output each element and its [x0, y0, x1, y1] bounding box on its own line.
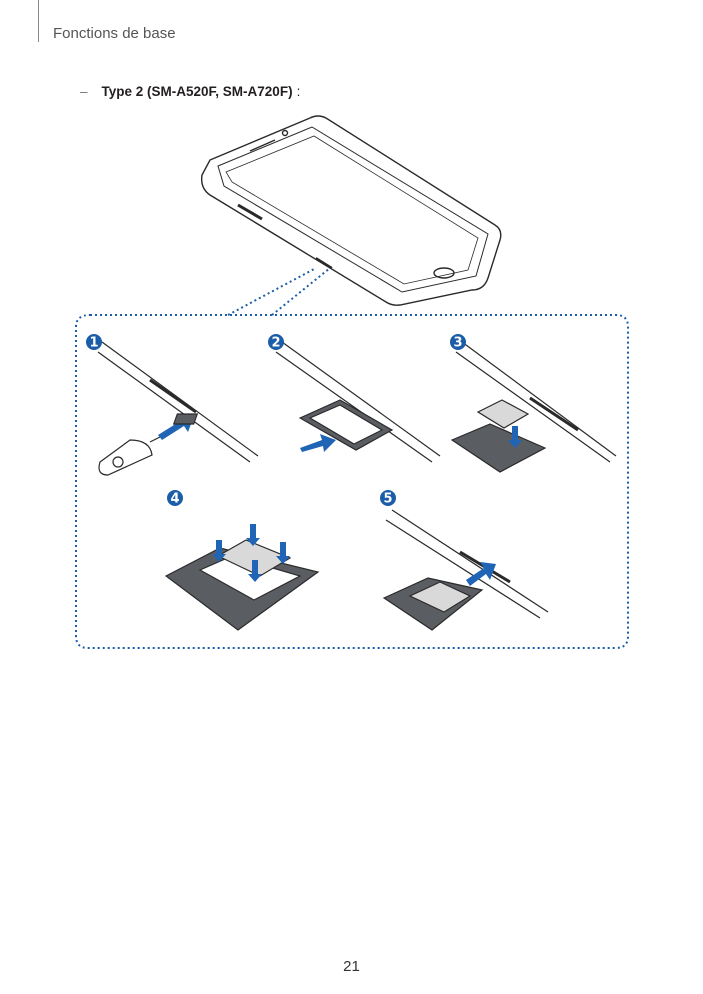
step-4-badge: 4 [167, 490, 183, 507]
step-2-arrow [300, 434, 336, 452]
step-4-arrows [212, 524, 290, 582]
step-5-arrow [466, 562, 496, 586]
svg-text:2: 2 [271, 336, 280, 351]
page-number: 21 [343, 958, 360, 975]
model-type-item: – Type 2 (SM-A520F, SM-A720F) : [80, 84, 300, 99]
step-5-badge: 5 [380, 490, 396, 507]
step-3-arrow [508, 426, 522, 448]
section-title: Fonctions de base [53, 25, 176, 42]
step-3-drawing [450, 341, 617, 473]
model-type-colon: : [296, 84, 301, 99]
step-3-badge: 3 [450, 334, 466, 351]
step-4-drawing [164, 539, 320, 631]
model-type-label: Type 2 (SM-A520F, SM-A720F) [101, 84, 293, 99]
step-5-drawing [382, 509, 549, 631]
detail-frame [75, 267, 629, 649]
bullet-dash: – [80, 84, 88, 99]
svg-text:4: 4 [170, 492, 179, 507]
phone-drawing [200, 115, 502, 306]
step-2-badge: 2 [268, 334, 284, 351]
svg-text:1: 1 [89, 336, 98, 351]
svg-text:3: 3 [453, 336, 462, 351]
step-2-drawing [172, 341, 441, 463]
header-rule [38, 0, 39, 42]
step-1-drawing [97, 341, 259, 476]
svg-text:5: 5 [383, 492, 392, 507]
step-1-badge: 1 [86, 334, 102, 351]
